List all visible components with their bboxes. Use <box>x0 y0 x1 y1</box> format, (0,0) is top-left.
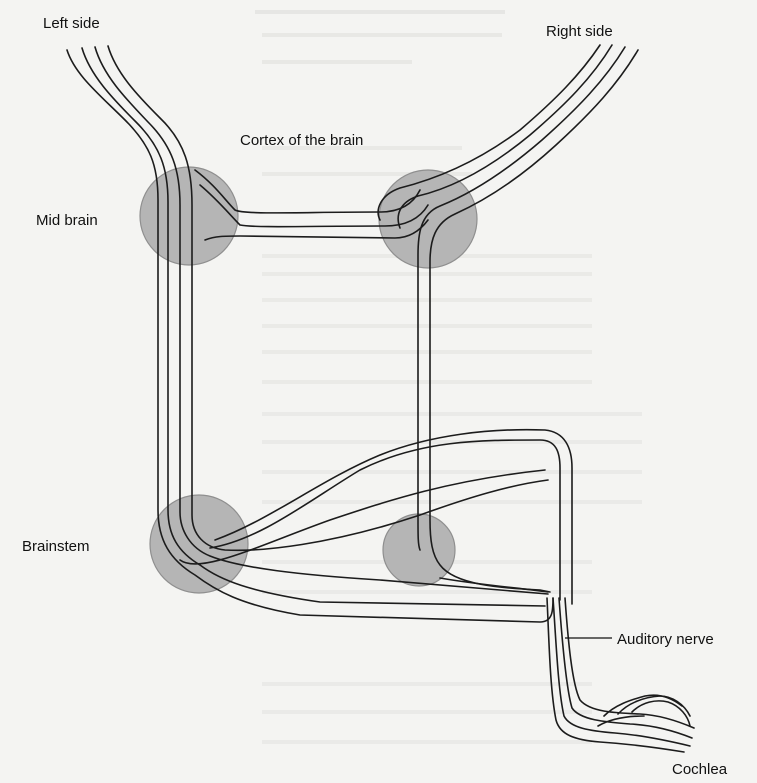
label-auditory-nerve: Auditory nerve <box>617 631 714 648</box>
right-midbrain-nucleus <box>379 170 477 268</box>
right-brainstem-nucleus <box>383 514 455 586</box>
background-texture <box>255 10 642 744</box>
label-brainstem: Brainstem <box>22 538 90 555</box>
label-cortex: Cortex of the brain <box>240 132 363 149</box>
nerve-fibres <box>67 45 694 752</box>
label-left-side: Left side <box>43 15 100 32</box>
left-midbrain-nucleus <box>140 167 238 265</box>
labels: Left side Right side Cortex of the brain… <box>22 15 728 778</box>
label-right-side: Right side <box>546 23 613 40</box>
label-cochlea: Cochlea <box>672 761 728 778</box>
auditory-nerve-d <box>565 598 694 728</box>
label-mid-brain: Mid brain <box>36 212 98 229</box>
cross-brainstem-1 <box>210 440 560 600</box>
